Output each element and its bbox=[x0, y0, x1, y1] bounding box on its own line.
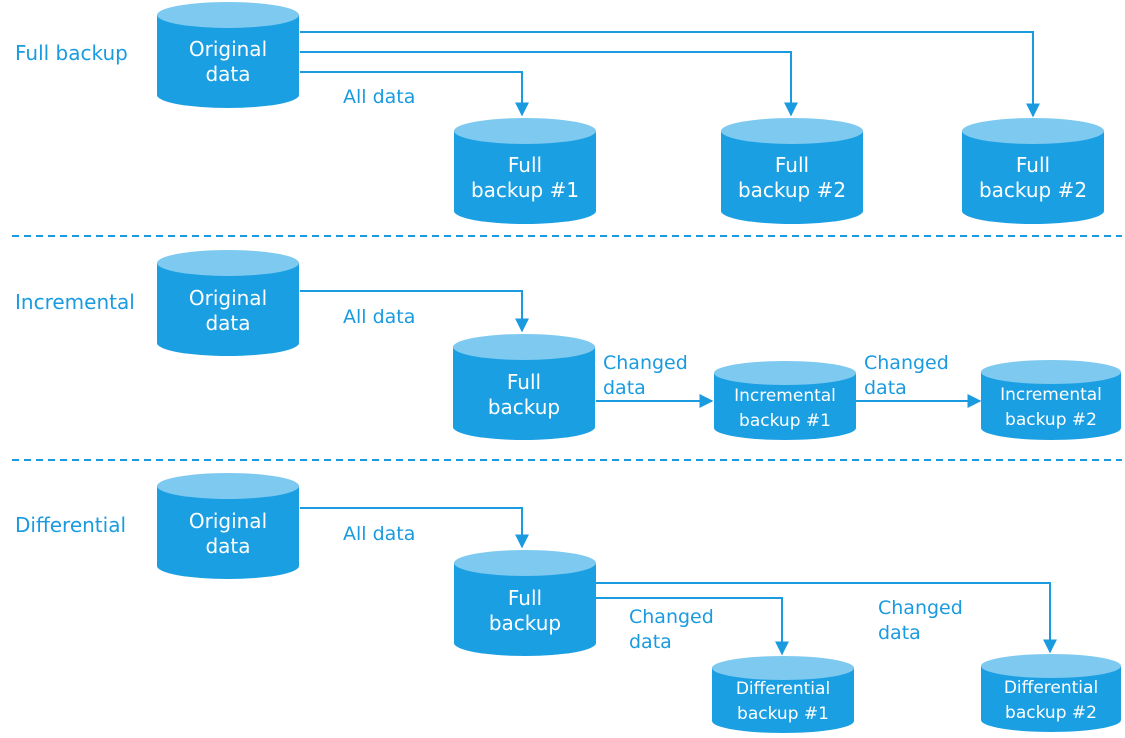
cylinder-differential-backup-1: Differential backup #1 bbox=[712, 656, 854, 733]
svg-text:Original: Original bbox=[189, 37, 267, 61]
row-label-differential: Differential bbox=[15, 513, 126, 537]
svg-text:Incremental: Incremental bbox=[1000, 385, 1102, 405]
svg-text:backup: backup bbox=[489, 611, 561, 635]
arrow-original-to-full-backup-2 bbox=[300, 51, 798, 117]
edge-label-changed-data: Changed bbox=[878, 597, 963, 619]
edge-label-all-data: All data bbox=[343, 86, 415, 108]
svg-text:backup #1: backup #1 bbox=[471, 178, 579, 202]
cylinder-incremental-backup-2: Incremental backup #2 bbox=[981, 360, 1121, 440]
svg-text:Original: Original bbox=[189, 509, 267, 533]
row-label-incremental: Incremental bbox=[15, 290, 135, 314]
row-label-full-backup: Full backup bbox=[15, 41, 128, 65]
svg-text:data: data bbox=[205, 62, 250, 86]
svg-text:data: data bbox=[205, 311, 250, 335]
svg-text:data: data bbox=[864, 377, 907, 399]
arrow-original-to-full-backup bbox=[300, 290, 529, 333]
cylinder-full-backup-3: Full backup #2 bbox=[962, 118, 1104, 224]
cylinder-full-backup: Full backup bbox=[453, 334, 595, 440]
cylinder-incremental-backup-1: Incremental backup #1 bbox=[714, 361, 856, 440]
cylinder-differential-backup-2: Differential backup #2 bbox=[981, 654, 1121, 732]
svg-text:backup #2: backup #2 bbox=[1005, 703, 1097, 723]
svg-text:backup #2: backup #2 bbox=[979, 178, 1087, 202]
svg-text:Differential: Differential bbox=[1004, 678, 1098, 698]
svg-text:Full: Full bbox=[507, 370, 541, 394]
edge-label-changed-data: Changed bbox=[864, 352, 949, 374]
edge-label-changed-data: Changed bbox=[629, 606, 714, 628]
svg-text:backup #2: backup #2 bbox=[1005, 410, 1097, 430]
edge-label-changed-data: Changed bbox=[603, 352, 688, 374]
svg-text:backup: backup bbox=[488, 395, 560, 419]
cylinder-original-data: Original data bbox=[157, 473, 299, 579]
cylinder-original-data: Original data bbox=[157, 250, 299, 356]
svg-text:Differential: Differential bbox=[736, 679, 830, 699]
svg-text:backup #1: backup #1 bbox=[737, 704, 829, 724]
svg-text:Full: Full bbox=[508, 153, 542, 177]
svg-text:data: data bbox=[629, 631, 672, 653]
svg-text:Full: Full bbox=[508, 586, 542, 610]
arrow-original-to-full-backup-1 bbox=[300, 71, 529, 117]
cylinder-full-backup-2: Full backup #2 bbox=[721, 118, 863, 224]
arrow-original-to-full-backup-3 bbox=[300, 31, 1040, 118]
arrow-full-to-differential-2 bbox=[596, 582, 1057, 654]
svg-text:data: data bbox=[878, 622, 921, 644]
cylinder-full-backup: Full backup bbox=[454, 550, 596, 656]
cylinder-full-backup-1: Full backup #1 bbox=[454, 118, 596, 224]
svg-text:data: data bbox=[205, 534, 250, 558]
edge-label-all-data: All data bbox=[343, 523, 415, 545]
svg-text:backup #2: backup #2 bbox=[738, 178, 846, 202]
svg-text:data: data bbox=[603, 377, 646, 399]
svg-text:Full: Full bbox=[1016, 153, 1050, 177]
svg-text:Incremental: Incremental bbox=[734, 386, 836, 406]
svg-text:Full: Full bbox=[775, 153, 809, 177]
arrow-original-to-full-backup bbox=[300, 507, 529, 549]
edge-label-all-data: All data bbox=[343, 306, 415, 328]
svg-text:Original: Original bbox=[189, 286, 267, 310]
svg-text:backup #1: backup #1 bbox=[739, 411, 831, 431]
cylinder-original-data: Original data bbox=[157, 2, 299, 108]
arrow-full-to-differential-1 bbox=[596, 597, 789, 656]
